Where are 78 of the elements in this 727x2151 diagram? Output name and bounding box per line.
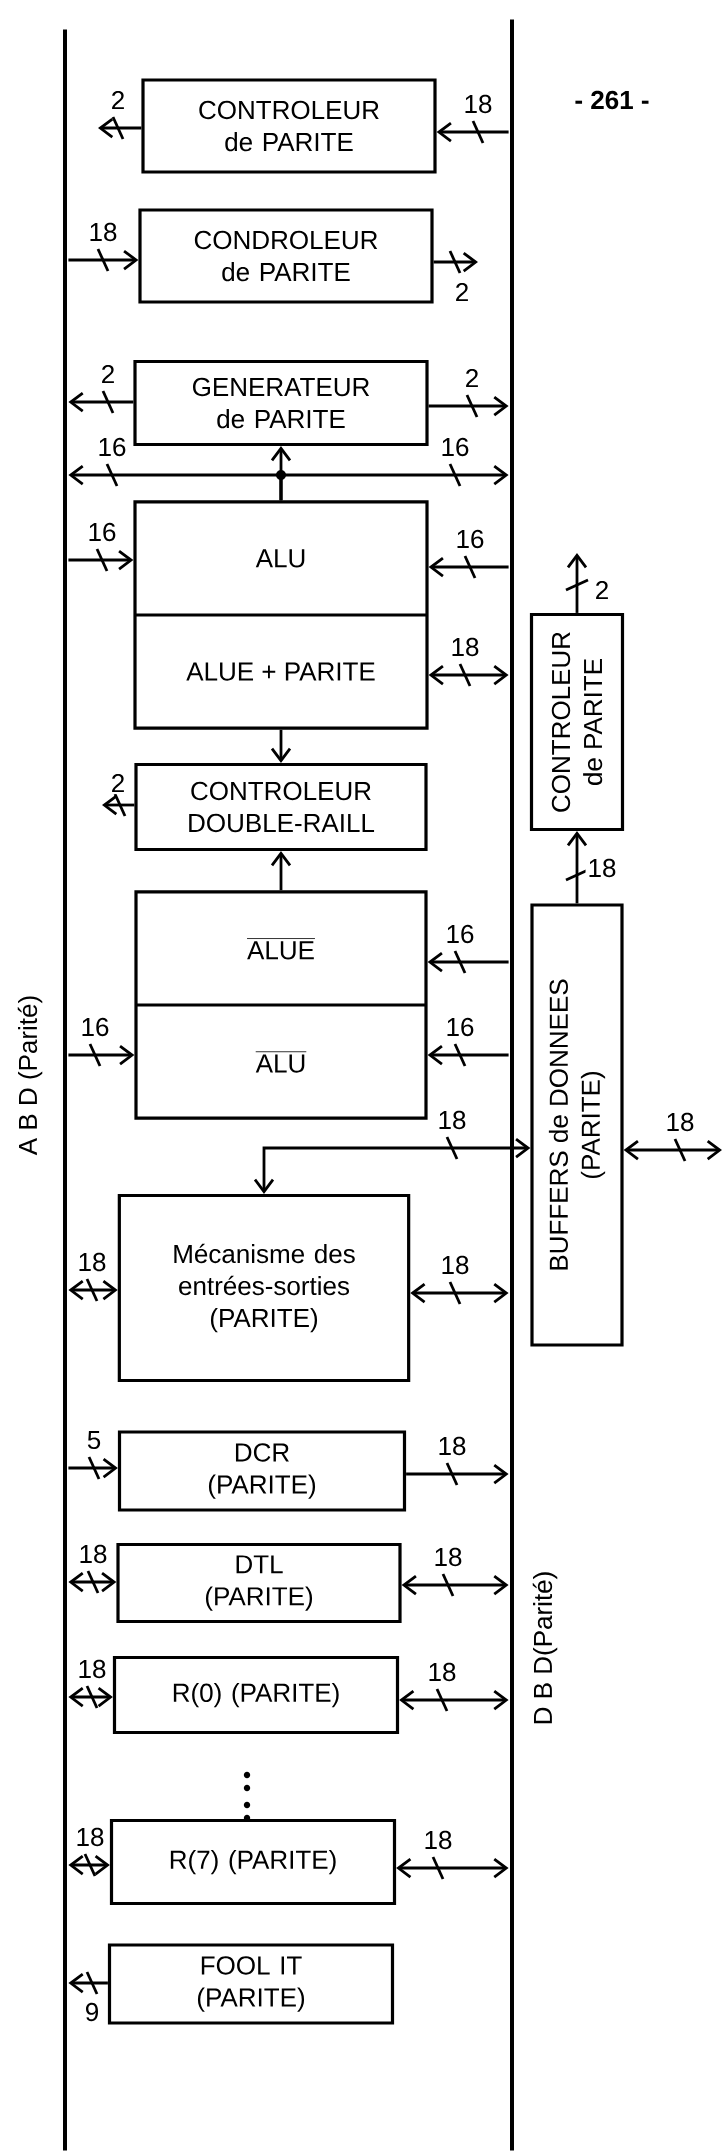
bus-width-label: 16 (443, 1015, 477, 1039)
arrow (406, 1462, 509, 1486)
block-box: CONTROLEUR de PARITE (529, 612, 625, 832)
arrow (428, 394, 509, 418)
arrow (427, 950, 509, 974)
bus-width-label: 18 (435, 1108, 469, 1132)
arrow (401, 1573, 509, 1597)
bus-width-label: 2 (108, 88, 128, 112)
bus-width-label: 18 (421, 1828, 455, 1852)
bus-width-label: 9 (82, 2000, 102, 2024)
bus-width-label: 2 (98, 362, 118, 386)
arrow (565, 831, 589, 904)
block-box: R(7) (PARITE) (109, 1818, 397, 1906)
bus-width-label: 16 (85, 520, 119, 544)
block-box: DTL (PARITE) (116, 1542, 402, 1624)
block-box: BUFFERS de DONNEES (PARITE) (530, 903, 624, 1347)
bus-width-label: 16 (438, 435, 472, 459)
arrow (399, 1688, 509, 1712)
arrow (428, 555, 509, 579)
bus-width-label: 2 (592, 578, 612, 602)
arrow (68, 1853, 110, 1877)
page-number: - 261 - (575, 90, 649, 110)
arrow (98, 116, 142, 140)
block-box: CONTROLEUR de PARITE (141, 78, 437, 174)
bus-width-label: 16 (78, 1015, 112, 1039)
bus-width-label: 16 (443, 922, 477, 946)
bus-width-label: 5 (84, 1428, 104, 1452)
block-box: GENERATEUR de PARITE (133, 359, 429, 447)
bus-width-label: 18 (461, 92, 495, 116)
bus-width-label: 2 (452, 280, 472, 304)
bus-width-label: 18 (76, 1542, 110, 1566)
block-box: ALUE ALU (134, 890, 428, 1120)
arrow (68, 248, 139, 272)
block-box: R(0) (PARITE) (112, 1655, 400, 1735)
bus-width-label: 18 (75, 1250, 109, 1274)
arrow (396, 1856, 509, 1880)
block-box: DCR (PARITE) (117, 1430, 407, 1512)
arrow (565, 553, 589, 613)
arrow (427, 1043, 509, 1067)
bus-width-label: 2 (462, 366, 482, 390)
bus-width-label: 18 (435, 1434, 469, 1458)
bus-width-label: 18 (86, 220, 120, 244)
arrow (428, 663, 509, 687)
arrow (623, 1138, 722, 1162)
arrow (68, 1685, 113, 1709)
bus-width-label: 18 (425, 1660, 459, 1684)
arrow (102, 793, 135, 817)
block-box: FOOL IT (PARITE) (107, 1943, 395, 2025)
bus-width-label: 16 (453, 527, 487, 551)
arrow (68, 1570, 117, 1594)
bus-width-label: 18 (75, 1657, 109, 1681)
bus-width-label: 18 (448, 635, 482, 659)
block-box: CONTROLEUR DOUBLE-RAILL (134, 762, 428, 852)
bus-label: D B D(Parité) (532, 1572, 558, 1724)
arrow (410, 1281, 509, 1305)
bus-width-label: 18 (663, 1110, 697, 1134)
arrow (68, 1456, 118, 1480)
block-box: CONDROLEUR de PARITE (138, 208, 434, 304)
bus-width-label: 18 (431, 1545, 465, 1569)
bus-label: A B D (Parité) (17, 996, 43, 1156)
arrow (433, 250, 478, 274)
arrow (279, 463, 509, 501)
arrow (68, 1971, 108, 1995)
block-box: Mécanisme des entrées-sorties (PARITE) (117, 1193, 411, 1383)
arrow (436, 120, 509, 144)
arrow (270, 729, 292, 763)
arrow (68, 390, 134, 414)
arrow (68, 1278, 118, 1302)
arrow (68, 548, 134, 572)
bus-width-label: 18 (438, 1253, 472, 1277)
block-box: ALU ALUE + PARITE (133, 500, 429, 730)
arrow (253, 1136, 531, 1194)
bus-width-label: 18 (73, 1825, 107, 1849)
bus-width-label: 16 (95, 435, 129, 459)
bus-width-label: 2 (108, 771, 128, 795)
arrow (270, 851, 292, 891)
bus-width-label: 18 (585, 856, 619, 880)
arrow (68, 1043, 135, 1067)
